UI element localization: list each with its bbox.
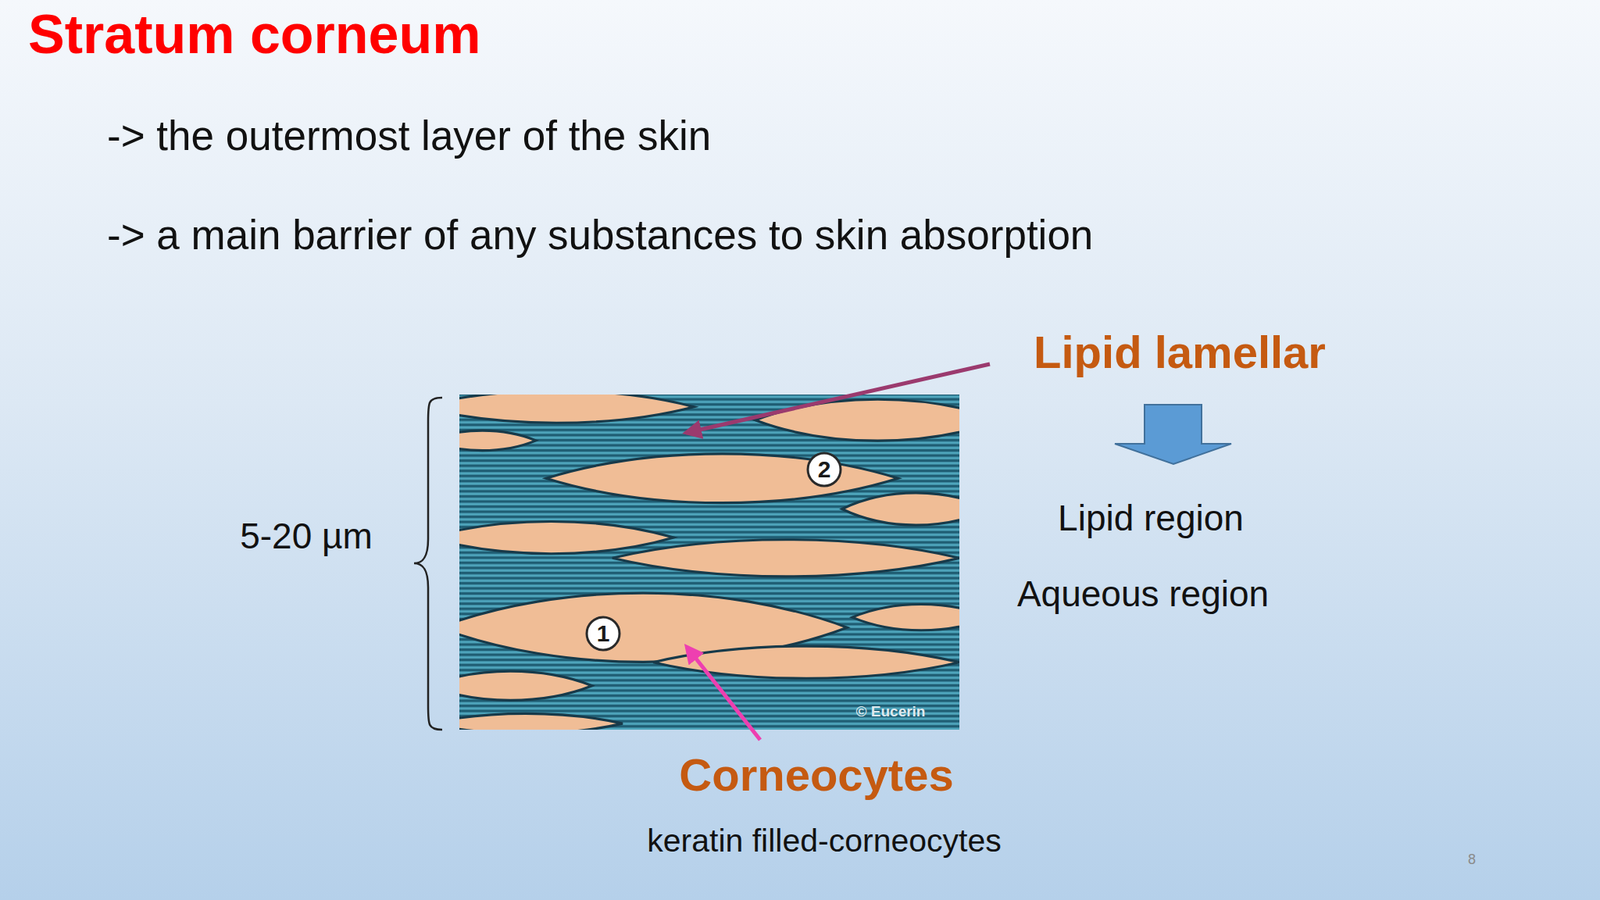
- corneocyte-cell: [459, 521, 674, 554]
- callout-circle: 2: [806, 451, 843, 488]
- corneocyte-cell: [459, 430, 536, 451]
- corneocyte-cell: [612, 539, 960, 577]
- corneocyte-cell: [459, 671, 593, 700]
- corneocyte-cell: [459, 713, 623, 730]
- corneocyte-cell: [842, 492, 960, 525]
- callout-number: 2: [806, 451, 843, 488]
- text-label: -> a main barrier of any substances to s…: [107, 211, 1093, 260]
- text-label: Corneocytes: [678, 749, 954, 802]
- text-label: Aqueous region: [1017, 573, 1269, 615]
- corneocyte-cell: [459, 394, 694, 423]
- illustration-group: [459, 394, 960, 730]
- leader-arrow: [685, 364, 990, 433]
- callout-number: 1: [585, 615, 622, 652]
- block-arrow-down: [1114, 404, 1232, 465]
- corneocyte-cell: [755, 399, 960, 441]
- text-label: © Eucerin: [856, 703, 926, 721]
- text-label: 8: [1467, 851, 1476, 868]
- text-label: Lipid lamellar: [1033, 326, 1326, 379]
- slide-title: Stratum corneum: [28, 3, 482, 67]
- corneocyte-cell: [852, 603, 960, 630]
- text-label: Lipid region: [1057, 497, 1244, 540]
- callout-circle: 1: [585, 615, 622, 652]
- corneocyte-cell: [546, 453, 899, 504]
- curly-bracket: [414, 397, 443, 730]
- text-label: -> the outermost layer of the skin: [107, 112, 711, 161]
- leader-arrow: [686, 646, 761, 740]
- corneocyte-cells: [459, 394, 960, 730]
- text-label: keratin filled-corneocytes: [646, 822, 1001, 860]
- text-label: 5-20 µm: [239, 515, 373, 558]
- stratum-illustration: [418, 390, 1000, 734]
